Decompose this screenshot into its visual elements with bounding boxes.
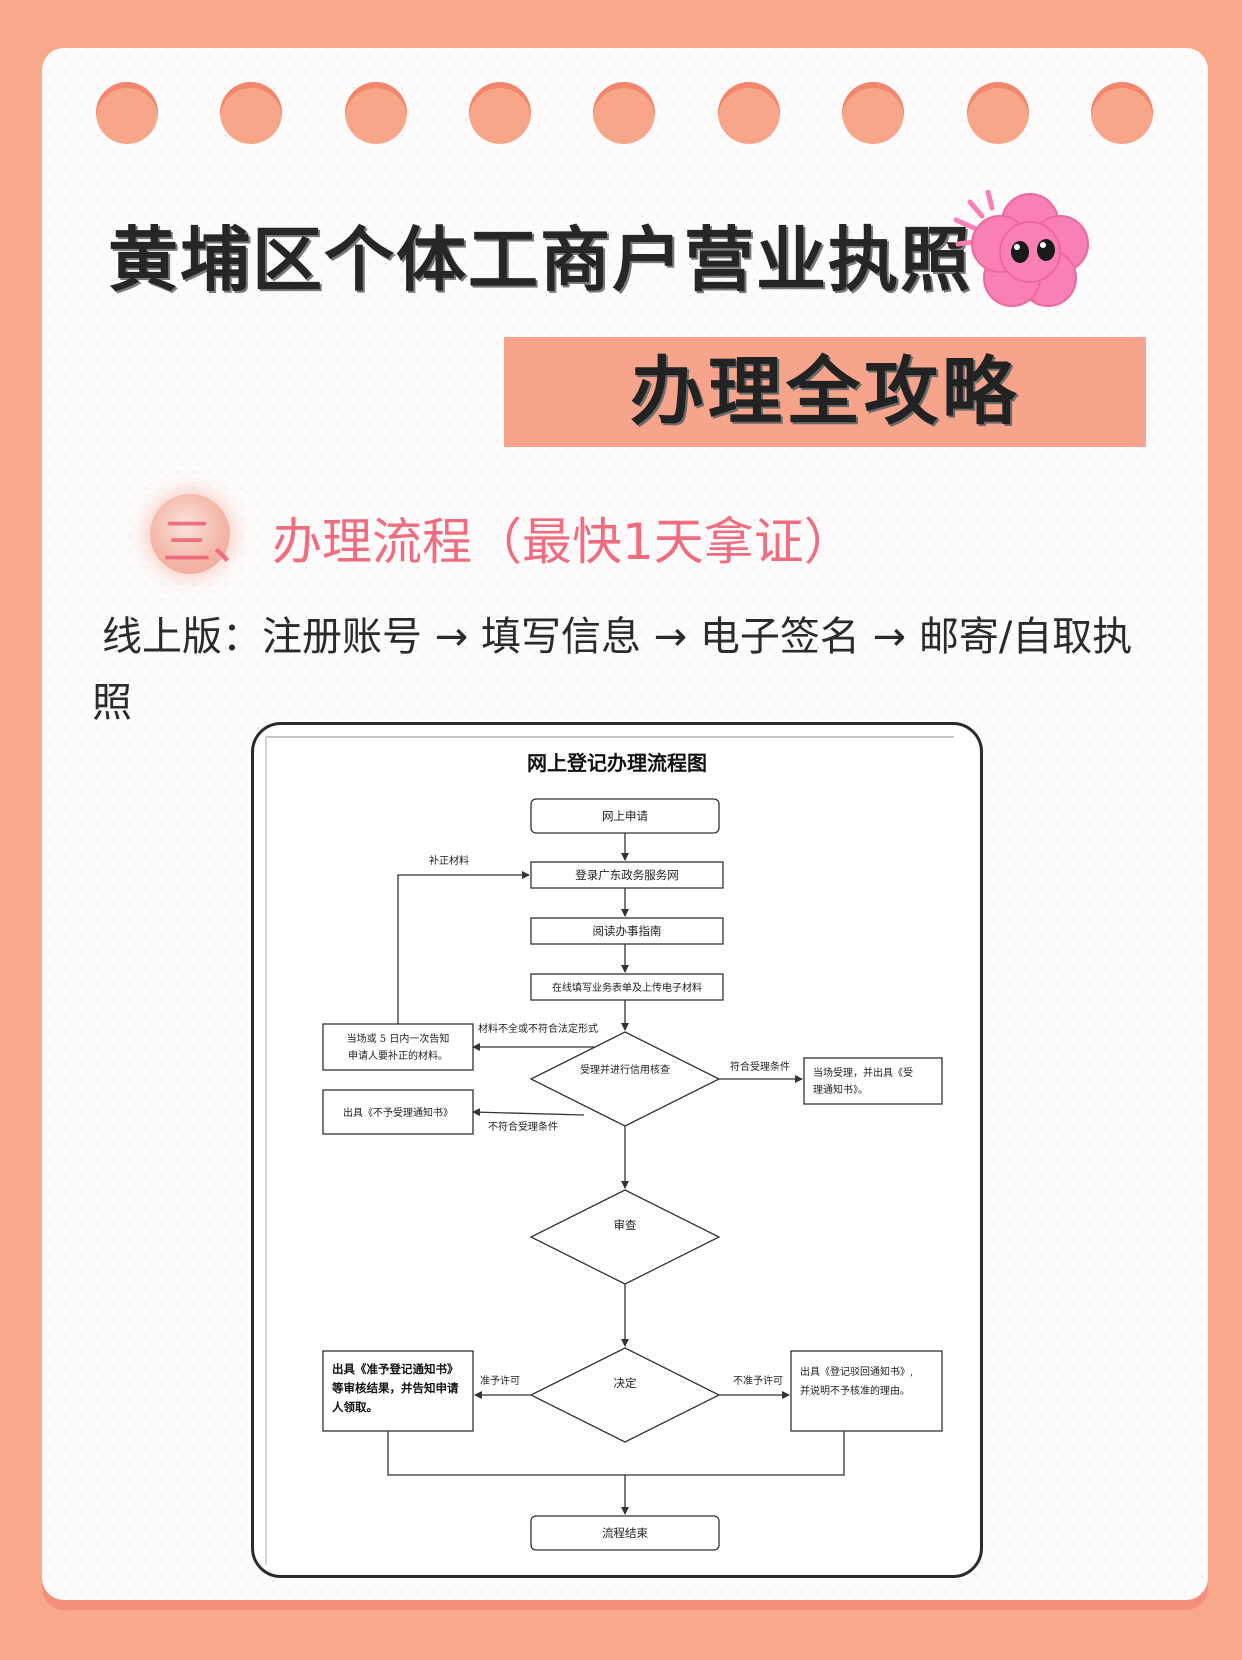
flower-sticker-icon <box>953 190 1089 307</box>
node-login-label: 登录广东政务服务网 <box>575 868 679 882</box>
edge-label-ineligible: 不符合受理条件 <box>488 1120 558 1133</box>
node-notify-line2: 申请人要补正的材料。 <box>348 1049 448 1062</box>
flowchart-title: 网上登记办理流程图 <box>527 751 707 775</box>
subtitle-text: 办理全攻略 <box>630 349 1020 435</box>
node-approve: 出具《准予登记通知书》 等审核结果，并告知申请 人领取。 <box>322 1350 474 1432</box>
binder-ring <box>96 82 158 144</box>
process-summary: 线上版：注册账号 → 填写信息 → 电子签名 → 邮寄/自取执照 <box>92 614 1133 726</box>
node-end-label: 流程结束 <box>602 1526 648 1540</box>
node-fill-label: 在线填写业务表单及上传电子材料 <box>552 981 702 994</box>
node-guide-label: 阅读办事指南 <box>593 924 662 938</box>
node-accepted: 当场受理，并出具《受 理通知书》。 <box>803 1057 943 1105</box>
node-guide: 阅读办事指南 <box>530 917 724 945</box>
edge-label-permit: 准予许可 <box>480 1375 520 1387</box>
binder-ring <box>967 82 1029 144</box>
page-title: 黄埔区个体工商户营业执照 <box>108 219 972 301</box>
binder-ring <box>220 82 282 144</box>
flowchart: 网上登记办理流程图 网上申请 登录广东政务服务网 阅读办事指南 在线填写业务表单… <box>265 736 954 1565</box>
node-apply: 网上申请 <box>530 798 720 834</box>
binder-ring <box>1091 82 1153 144</box>
binder-ring <box>593 82 655 144</box>
section-number: 三、 <box>162 513 262 571</box>
node-accepted-line1: 当场受理，并出具《受 <box>813 1066 913 1079</box>
node-reject: 出具《不予受理通知书》 <box>322 1089 474 1135</box>
node-decide: 决定 <box>529 1347 721 1443</box>
subtitle-banner: 办理全攻略 <box>504 337 1146 447</box>
node-apply-label: 网上申请 <box>602 809 648 823</box>
node-deny: 出具《登记驳回通知书》, 并说明不予核准的理由。 <box>790 1350 943 1432</box>
node-reject-label: 出具《不予受理通知书》 <box>343 1106 453 1119</box>
node-notify-line1: 当场或 5 日内一次告知 <box>347 1032 450 1045</box>
section-badge <box>150 494 230 574</box>
binder-ring <box>718 82 780 144</box>
flowchart-frame: 网上登记办理流程图 网上申请 登录广东政务服务网 阅读办事指南 在线填写业务表单… <box>251 722 983 1578</box>
node-approve-line3: 人领取。 <box>332 1400 378 1414</box>
node-accept-label: 受理并进行信用核查 <box>580 1063 670 1076</box>
node-deny-line2: 并说明不予核准的理由。 <box>800 1384 910 1397</box>
node-approve-line1: 出具《准予登记通知书》 <box>332 1362 459 1376</box>
binder-ring <box>345 82 407 144</box>
node-accepted-line2: 理通知书》。 <box>813 1083 868 1096</box>
node-fill: 在线填写业务表单及上传电子材料 <box>530 973 724 1001</box>
node-login: 登录广东政务服务网 <box>530 861 724 889</box>
node-decide-label: 决定 <box>614 1376 637 1390</box>
edge-label-incomplete: 材料不全或不符合法定形式 <box>478 1022 598 1035</box>
section-title: 办理流程（最快1天拿证） <box>272 513 854 571</box>
node-deny-line1: 出具《登记驳回通知书》, <box>800 1365 913 1378</box>
node-accept: 受理并进行信用核查 <box>529 1031 721 1127</box>
binder-ring <box>469 82 531 144</box>
node-review-label: 审查 <box>614 1218 637 1232</box>
edge-label-supplement: 补正材料 <box>429 854 469 867</box>
edge-label-no-permit: 不准予许可 <box>733 1375 783 1387</box>
edge-label-eligible: 符合受理条件 <box>730 1060 790 1073</box>
node-approve-line2: 等审核结果，并告知申请 <box>331 1381 459 1395</box>
node-notify: 当场或 5 日内一次告知 申请人要补正的材料。 <box>322 1023 474 1071</box>
binder-ring <box>842 82 904 144</box>
flow-connectors <box>387 833 845 1515</box>
node-end: 流程结束 <box>530 1515 720 1551</box>
node-review: 审查 <box>529 1189 721 1285</box>
